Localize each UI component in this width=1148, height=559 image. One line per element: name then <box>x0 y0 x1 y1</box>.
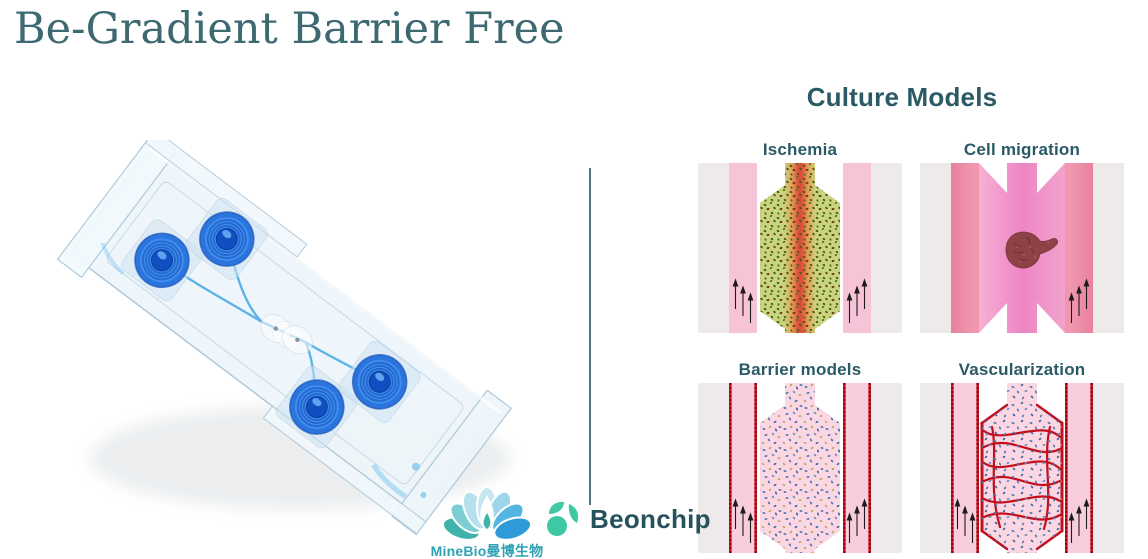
chip-photo <box>56 140 513 536</box>
culture-model-panel-ischemia: Ischemia <box>698 140 902 333</box>
culture-models-heading: Culture Models <box>806 82 998 112</box>
vascularization-diagram <box>920 383 1124 553</box>
section-divider <box>589 168 591 505</box>
cell-migration-diagram <box>920 163 1124 333</box>
panel-label-barrier-models: Barrier models <box>738 360 862 379</box>
lotus-petals-icon <box>441 486 533 539</box>
culture-model-panel-barrier-models: Barrier models <box>698 360 902 553</box>
chip-membrane-windows <box>260 314 313 355</box>
panel-label-cell-migration: Cell migration <box>963 140 1081 159</box>
minebio-logo: MineBio曼博生物 <box>412 483 562 559</box>
beonchip-logo: Beonchip <box>546 500 711 538</box>
chip-body <box>56 140 513 536</box>
ischemia-diagram <box>698 163 902 333</box>
culture-model-panel-cell-migration: Cell migration <box>920 140 1124 333</box>
spheroid <box>1005 231 1058 269</box>
panel-label-vascularization: Vascularization <box>958 360 1086 379</box>
beonchip-wordmark: Beonchip <box>590 503 711 534</box>
culture-model-panel-vascularization: Vascularization <box>920 360 1124 553</box>
page-title: Be-Gradient Barrier Free <box>14 4 565 54</box>
barrier-models-diagram <box>698 383 902 553</box>
segmented-circle-icon <box>547 501 579 536</box>
panel-label-ischemia: Ischemia <box>762 140 838 159</box>
minebio-wordmark: MineBio曼博生物 <box>430 543 544 559</box>
